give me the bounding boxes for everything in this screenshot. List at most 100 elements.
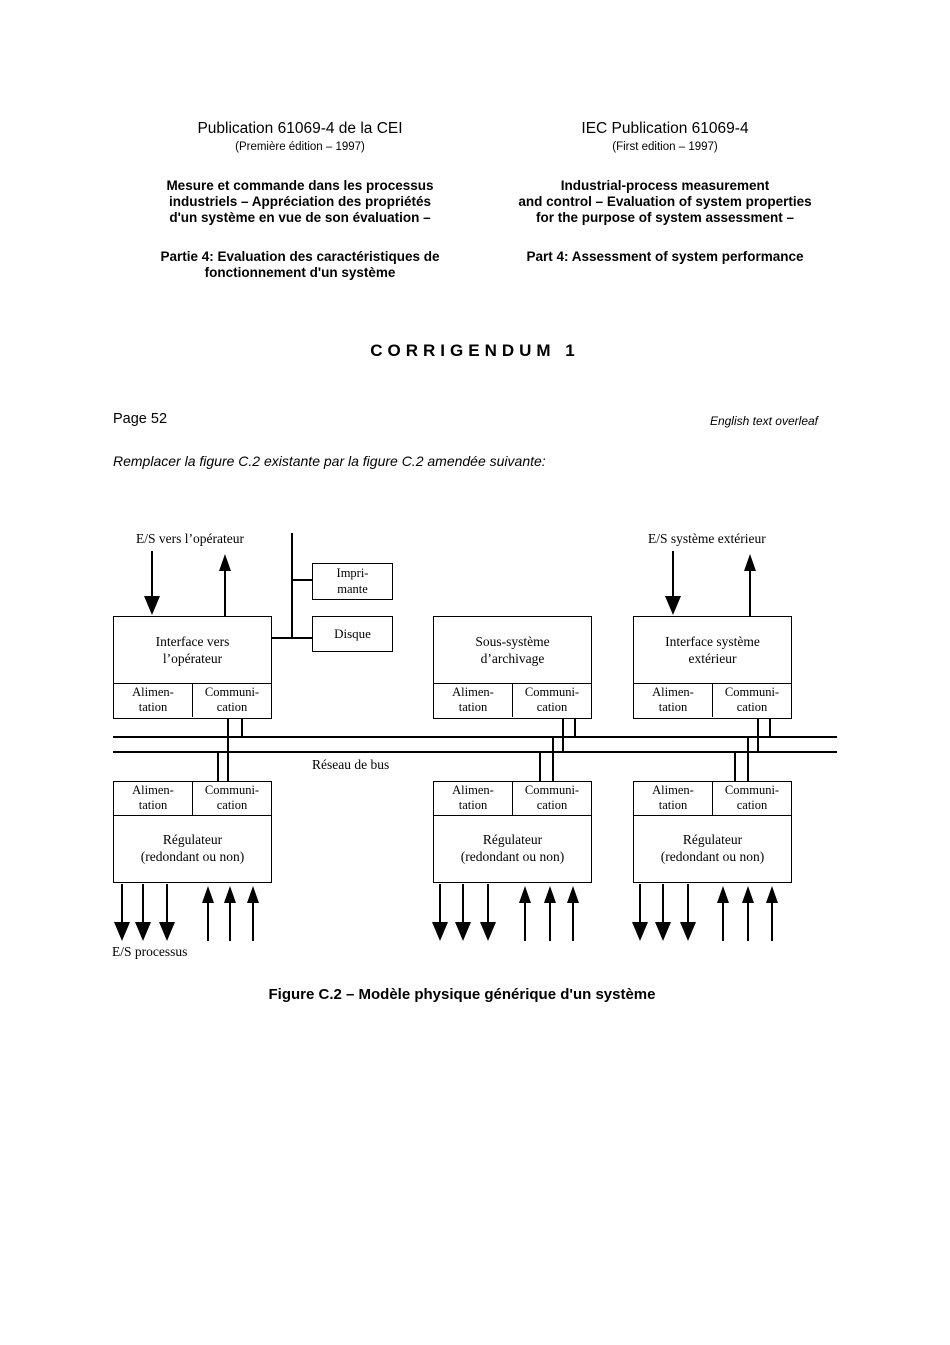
arrow-head-icon (567, 886, 579, 903)
arrow-shaft (207, 903, 209, 941)
arrow-head-icon (219, 554, 231, 571)
unit-title-line: Interface vers (155, 634, 230, 649)
cell-line: Communi- (724, 783, 780, 797)
cell-line: Alimen- (452, 685, 494, 699)
cell-line: Alimen- (132, 783, 174, 797)
arrow-head-icon (655, 922, 671, 941)
standard-title-fr: Mesure et commande dans les processus in… (115, 178, 485, 226)
overleaf-note: English text overleaf (709, 414, 818, 428)
arrow-head-icon (455, 922, 471, 941)
alimentation-cell: Alimen- tation (114, 782, 192, 815)
communication-cell: Communi- cation (192, 782, 271, 815)
part-title-fr: Partie 4: Evaluation des caractéristique… (115, 249, 485, 281)
process-arrow-up (519, 886, 531, 941)
part-line: fonctionnement d'un système (204, 265, 396, 280)
alimentation-cell: Alimen- tation (634, 684, 712, 717)
unit-title-line: Régulateur (482, 832, 543, 847)
process-arrow-up (202, 886, 214, 941)
bus-stub (757, 719, 759, 753)
cell-line: Communi- (204, 685, 260, 699)
arrow-head-icon (742, 886, 754, 903)
unit-subrow: Alimen- tation Communi- cation (114, 683, 271, 717)
arrow-head-icon (544, 886, 556, 903)
arrow-shaft (639, 884, 641, 922)
title-line: and control – Evaluation of system prope… (518, 194, 812, 209)
disk-connector-line (272, 637, 313, 639)
alimentation-cell: Alimen- tation (434, 782, 512, 815)
header-english-column: IEC Publication 61069-4 (First edition –… (480, 120, 850, 265)
process-arrow-down (159, 884, 175, 941)
arrow-shaft (142, 884, 144, 922)
edition-note-en: (First edition – 1997) (612, 141, 718, 153)
unit-title-line: Sous-système (475, 634, 550, 649)
communication-cell: Communi- cation (712, 684, 791, 717)
arrow-head-icon (744, 554, 756, 571)
regulator-unit-3: Alimen- tation Communi- cation Régulateu… (633, 781, 792, 883)
bus-stub (574, 719, 576, 737)
io-operator-label: E/S vers l’opérateur (136, 531, 244, 546)
header-french-column: Publication 61069-4 de la CEI (Première … (115, 120, 485, 281)
bus-stub (227, 719, 229, 782)
cell-line: Alimen- (132, 685, 174, 699)
cell-line: Alimen- (452, 783, 494, 797)
cell-line: cation (216, 700, 248, 714)
unit-title-line: extérieur (688, 651, 737, 666)
interface-operator-unit: Interface vers l’opérateur Alimen- tatio… (113, 616, 272, 719)
cell-line: tation (458, 798, 488, 812)
process-arrow-down (432, 884, 448, 941)
unit-title-line: d’archivage (480, 651, 545, 666)
cell-line: Alimen- (652, 685, 694, 699)
arrow-shaft (687, 884, 689, 922)
bus-stub (734, 752, 736, 782)
unit-title-line: (redondant ou non) (460, 849, 565, 864)
bus-line-2 (113, 751, 837, 753)
alimentation-cell: Alimen- tation (434, 684, 512, 717)
figure-caption: Figure C.2 – Modèle physique générique d… (268, 986, 656, 1003)
arrow-shaft (662, 884, 664, 922)
unit-title-line: Régulateur (162, 832, 223, 847)
regulator-unit-1: Alimen- tation Communi- cation Régulateu… (113, 781, 272, 883)
process-arrow-down (114, 884, 130, 941)
cell-line: tation (138, 700, 168, 714)
arrow-shaft (771, 903, 773, 941)
arrow-shaft (749, 571, 751, 616)
process-arrow-up (567, 886, 579, 941)
cell-line: cation (536, 798, 568, 812)
cell-line: Communi- (724, 685, 780, 699)
arrow-shaft (524, 903, 526, 941)
standard-title-en: Industrial-process measurement and contr… (480, 178, 850, 226)
arrow-head-icon (135, 922, 151, 941)
cell-line: cation (216, 798, 248, 812)
unit-subrow: Alimen- tation Communi- cation (634, 683, 791, 717)
cell-line: tation (138, 798, 168, 812)
peripheral-branch-line (291, 533, 293, 638)
bus-stub (769, 719, 771, 737)
title-line: Mesure et commande dans les processus (166, 178, 434, 193)
process-arrow-down (680, 884, 696, 941)
arrow-shaft (166, 884, 168, 922)
disk-label: Disque (334, 626, 371, 642)
cell-line: cation (536, 700, 568, 714)
disk-box: Disque (312, 616, 393, 652)
unit-subrow: Alimen- tation Communi- cation (434, 782, 591, 816)
arrow-head-icon (717, 886, 729, 903)
publication-title-en: IEC Publication 61069-4 (581, 120, 749, 137)
unit-title: Régulateur (redondant ou non) (634, 816, 791, 880)
publication-title-fr: Publication 61069-4 de la CEI (197, 120, 403, 137)
arrow-head-icon (480, 922, 496, 941)
io-external-label: E/S système extérieur (648, 531, 766, 546)
printer-label-line: Impri- (336, 566, 369, 580)
arrow-shaft (487, 884, 489, 922)
process-arrow-down (655, 884, 671, 941)
process-arrow-down (480, 884, 496, 941)
arrow-up-external (744, 554, 756, 616)
arrow-down-operator (144, 551, 160, 615)
arrow-shaft (121, 884, 123, 922)
cell-line: tation (658, 700, 688, 714)
unit-title: Interface vers l’opérateur (114, 617, 271, 683)
arrow-head-icon (114, 922, 130, 941)
arrow-head-icon (632, 922, 648, 941)
cell-line: cation (736, 798, 768, 812)
title-line: Industrial-process measurement (560, 178, 770, 193)
